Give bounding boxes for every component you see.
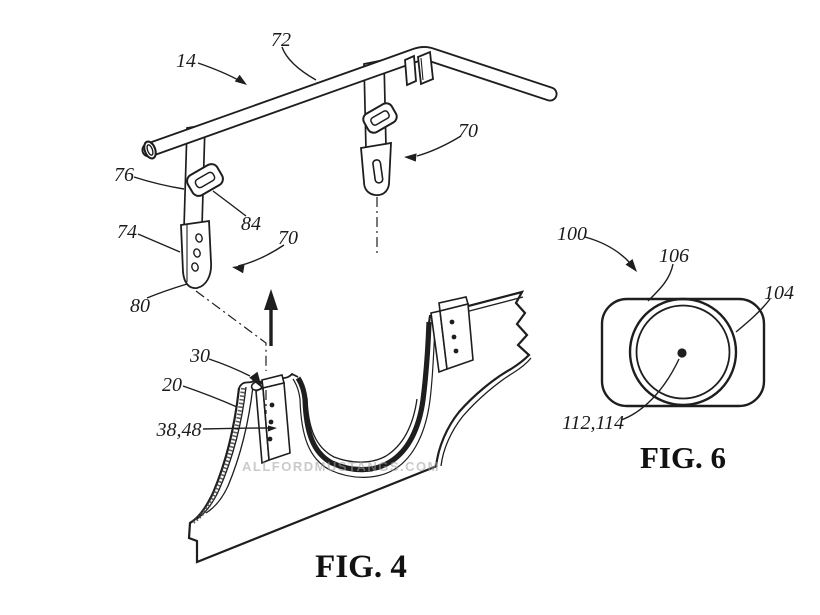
ref-label-76: 76 [114, 164, 134, 186]
fig6-leaders [584, 236, 771, 421]
ref-label-80: 80 [130, 295, 150, 317]
fig4-caption: FIG. 4 [315, 549, 407, 585]
leader-76 [133, 176, 185, 190]
tab-slot [372, 159, 384, 184]
clip-tab-right [417, 50, 434, 86]
clip-foldline [420, 57, 424, 81]
bracket-front-hole-2 [268, 419, 274, 425]
ref-label-106: 106 [659, 245, 689, 267]
bracket-front-hole-1 [269, 402, 275, 408]
quarter-inner-line [440, 357, 532, 467]
tube-open-end-inner [146, 144, 154, 156]
plate-slot-2 [193, 248, 201, 258]
arrowhead-100 [625, 259, 637, 272]
fig6-labels: 100 106 104 112,114 [557, 223, 794, 434]
ref-label-38-48: 38,48 [156, 419, 202, 441]
grommet-ring-outer [628, 297, 738, 407]
cross-bar [141, 46, 558, 160]
leader-14 [197, 62, 241, 82]
bracket-rear-hole-3 [453, 348, 459, 354]
install-arrow-up-head [264, 289, 278, 310]
fig4-labels: 14 72 70 76 84 74 80 70 30 20 38,48 [114, 29, 478, 441]
ref-label-112-114: 112,114 [562, 412, 624, 434]
buckle-right-ring [362, 102, 398, 134]
bracket-rear-hole-2 [451, 334, 457, 340]
arrowhead-14 [234, 74, 247, 85]
door-opening-outer-line [292, 321, 436, 478]
leader-72 [281, 46, 317, 81]
ref-label-70b: 70 [278, 227, 298, 249]
tube-outline [141, 46, 558, 158]
leader-84 [212, 190, 247, 217]
ref-label-84: 84 [241, 213, 261, 235]
pillar-bracket-rear [430, 296, 474, 374]
insertion-point-arrowhead [249, 371, 262, 388]
watermark-text: ALLFORDMUSTANGS.COM [242, 459, 440, 474]
leader-106 [647, 263, 674, 302]
clip-tab-left [404, 54, 417, 87]
leader-30 [208, 358, 251, 377]
grommet-ring-inner [635, 304, 731, 400]
buckle-left-ring [186, 163, 224, 197]
ref-label-30: 30 [189, 345, 210, 367]
fig6-drawing: 100 106 104 112,114 FIG. 6 [557, 223, 794, 475]
leader-100 [584, 236, 632, 265]
strap-right-lower-tab [360, 141, 392, 197]
retainer-clip [404, 50, 434, 87]
sill-outline-left-bottom [187, 387, 438, 564]
ref-label-70a: 70 [458, 120, 478, 142]
arrowhead-70-center [232, 265, 245, 274]
body-sill-structure [187, 290, 532, 564]
strap-left-mounting-plate [180, 219, 212, 289]
hanger-strap-left [180, 123, 212, 289]
bracket-rear-hole-1 [449, 319, 455, 325]
arrowhead-70-right [404, 153, 417, 162]
leader-38-48 [202, 427, 270, 430]
buckle-left-slot [194, 171, 216, 189]
leader-70-center [237, 244, 285, 267]
leader-112-114 [620, 358, 680, 421]
alignment-marks [195, 197, 378, 414]
centerline-left [195, 290, 267, 371]
leader-70-right [416, 135, 462, 157]
tube-body [143, 47, 556, 156]
fig4-drawing: 14 72 70 76 84 74 80 70 30 20 38,48 FIG.… [114, 29, 558, 585]
fig4-leaders [133, 46, 462, 432]
grommet-center-dot [677, 348, 687, 358]
bracket-rear-plate [439, 302, 474, 371]
ref-label-20: 20 [162, 374, 182, 396]
leader-80 [146, 283, 188, 299]
bracket-front-hole-3 [267, 436, 273, 442]
ref-label-74: 74 [117, 221, 137, 243]
ref-label-14: 14 [176, 50, 196, 72]
ref-label-72: 72 [271, 29, 291, 51]
leader-74 [137, 233, 181, 253]
pillar-flange-line-2 [205, 385, 254, 514]
arrowhead-38-48 [268, 425, 277, 432]
buckle-right-slot [370, 110, 390, 126]
buckle-right [362, 102, 398, 134]
door-opening-edge [295, 321, 432, 473]
fig6-caption: FIG. 6 [640, 440, 726, 475]
leader-20 [182, 385, 238, 408]
door-opening-inner-line [306, 397, 418, 463]
ref-label-100: 100 [557, 223, 587, 245]
buckle-left [186, 163, 224, 197]
plate-slot-1 [195, 233, 203, 243]
quarter-outline-break-edge [427, 290, 531, 468]
ref-label-104: 104 [764, 282, 794, 304]
pillar-bracket-front [255, 374, 291, 465]
plate-slot-3 [191, 262, 199, 272]
leader-104 [735, 298, 771, 333]
